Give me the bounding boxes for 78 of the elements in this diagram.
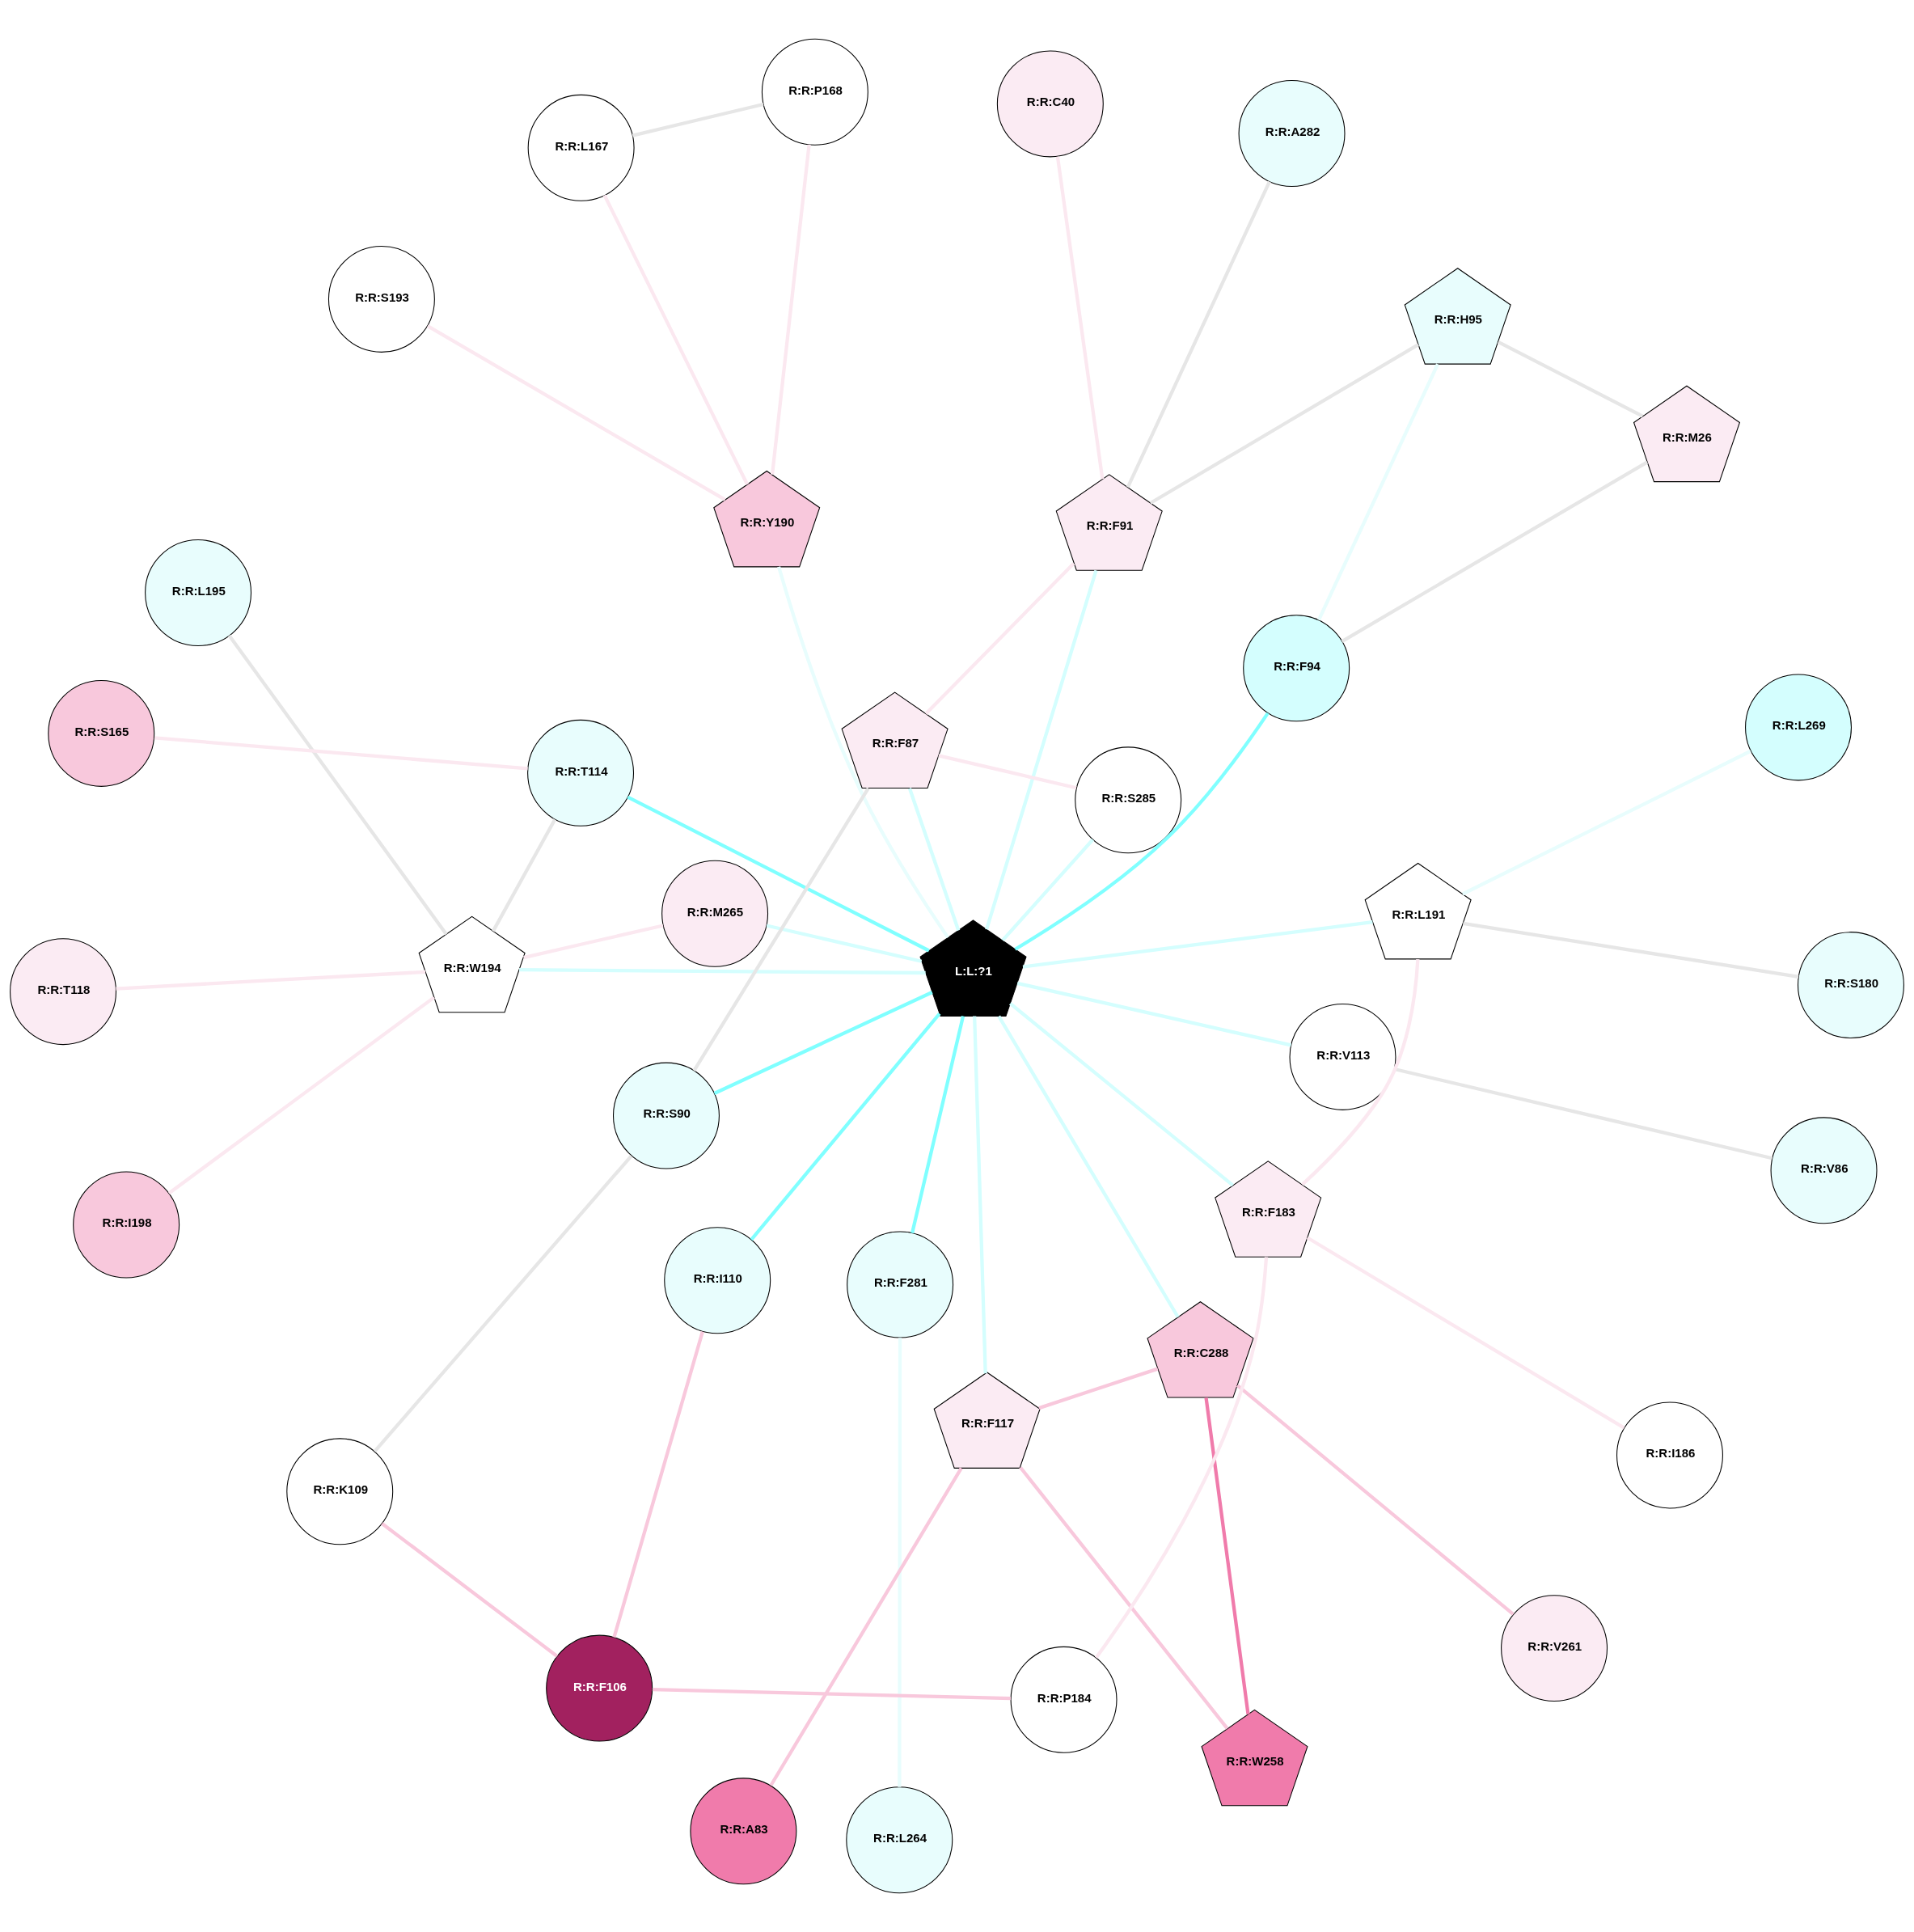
connector <box>1301 959 1420 1186</box>
node-circle: R:R:L264 <box>846 1786 953 1894</box>
node-circle: R:R:F106 <box>546 1634 653 1742</box>
node-circle: R:R:C40 <box>996 50 1104 158</box>
node-circle: R:R:L195 <box>145 539 252 646</box>
node-circle: R:R:S285 <box>1075 746 1182 854</box>
connector <box>381 1522 559 1658</box>
connector <box>627 795 930 953</box>
connector <box>116 970 426 991</box>
node-circle: R:R:T114 <box>527 719 635 826</box>
connector <box>1016 981 1292 1047</box>
connector <box>652 1688 1011 1701</box>
node-circle: R:R:M265 <box>661 860 769 967</box>
connector <box>1461 749 1751 896</box>
connector <box>776 566 949 939</box>
node-circle: R:R:L167 <box>527 94 635 201</box>
connector <box>154 736 528 771</box>
connector <box>713 991 933 1095</box>
node-circle: R:R:V86 <box>1770 1117 1878 1224</box>
connector <box>766 924 923 963</box>
connector <box>167 996 436 1195</box>
connector <box>1341 460 1649 643</box>
node-circle: R:R:S180 <box>1798 932 1904 1039</box>
connector <box>911 1016 965 1234</box>
node-circle: R:R:P184 <box>1010 1646 1118 1753</box>
connector <box>1316 363 1439 621</box>
node-circle: R:R:S90 <box>612 1062 720 1169</box>
connector <box>1038 1367 1159 1410</box>
connector <box>938 754 1077 790</box>
node-circle: R:R:I198 <box>73 1171 180 1279</box>
connector <box>1022 920 1373 969</box>
node-circle: R:R:I186 <box>1616 1401 1723 1509</box>
connector <box>1001 838 1094 942</box>
node-circle: R:R:T118 <box>10 938 116 1046</box>
connector <box>973 1016 987 1374</box>
connector <box>692 787 870 1072</box>
connector <box>1055 156 1105 480</box>
connector <box>985 569 1098 930</box>
node-circle: R:R:A282 <box>1238 80 1346 187</box>
connector <box>1236 1384 1515 1616</box>
connector <box>612 1331 704 1638</box>
connector <box>523 924 664 960</box>
node-circle: R:R:K109 <box>286 1438 394 1545</box>
node-circle: R:R:S165 <box>48 679 155 787</box>
connector <box>492 818 557 932</box>
node-circle: R:R:S193 <box>327 245 435 353</box>
connector <box>1019 1466 1229 1730</box>
node-circle: R:R:F94 <box>1243 615 1350 722</box>
node-circle: R:R:A83 <box>690 1778 797 1885</box>
connector <box>769 1467 963 1786</box>
connector <box>898 1338 902 1787</box>
node-circle: R:R:I110 <box>664 1227 771 1334</box>
node-circle: R:R:F281 <box>847 1231 954 1338</box>
node-circle: R:R:V261 <box>1501 1595 1608 1702</box>
connector <box>1126 180 1271 488</box>
connector <box>1014 712 1270 951</box>
node-circle: R:R:P168 <box>761 38 868 146</box>
connector <box>632 102 764 137</box>
connector <box>1394 1067 1773 1160</box>
connector <box>1463 921 1799 979</box>
connector <box>1149 343 1420 505</box>
node-circle: R:R:V113 <box>1289 1003 1396 1110</box>
connector <box>750 1013 941 1241</box>
node-circle: R:R:L269 <box>1745 674 1852 781</box>
connector <box>1204 1397 1250 1715</box>
connector <box>519 968 926 975</box>
connector <box>602 194 749 485</box>
connector <box>426 324 726 501</box>
connector <box>770 144 811 475</box>
connector <box>1009 1002 1234 1187</box>
connector <box>997 1015 1180 1318</box>
connector <box>1094 1257 1269 1659</box>
connector <box>1497 340 1644 418</box>
connector <box>373 1154 633 1452</box>
connector <box>1306 1236 1625 1430</box>
connector <box>227 634 448 936</box>
connector <box>907 788 961 932</box>
connector <box>924 562 1075 715</box>
